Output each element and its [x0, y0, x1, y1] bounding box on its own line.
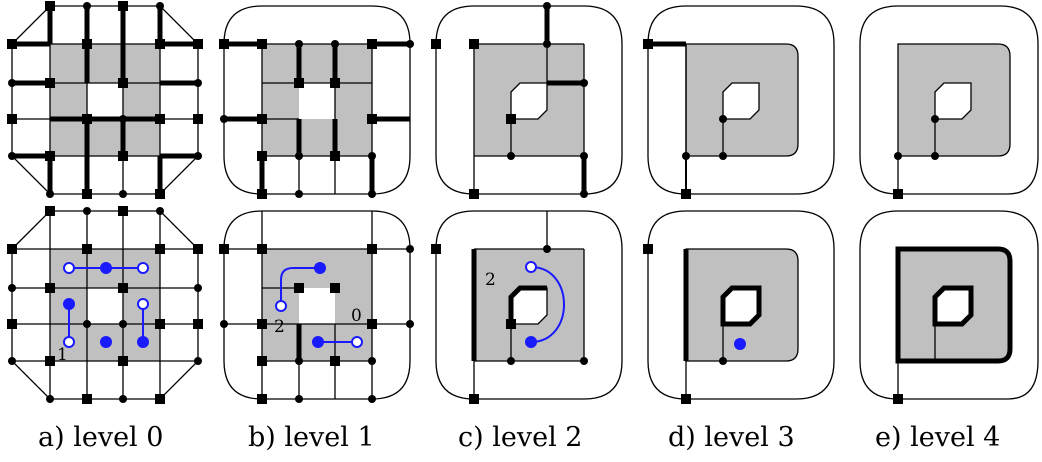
- caption-level-3: d) level 3: [668, 422, 795, 453]
- blue-marker-open: [275, 300, 287, 312]
- square-nodes: [643, 39, 691, 199]
- caption-level-4: e) level 4: [875, 422, 1000, 453]
- panel-e-bottom: [859, 210, 1039, 404]
- round-nodes: [8, 207, 202, 403]
- hole: [299, 288, 335, 324]
- hole: [87, 288, 123, 324]
- square-nodes: [219, 39, 377, 199]
- blue-marker-open: [525, 261, 537, 273]
- panel-d-bottom: [643, 210, 835, 404]
- grid-lines: [11, 210, 199, 400]
- caption-level-2: c) level 2: [458, 422, 582, 453]
- hole: [722, 82, 760, 120]
- pair-link: [280, 267, 320, 304]
- hole: [87, 83, 123, 119]
- square-node: [893, 189, 903, 199]
- blue-marker-filled: [312, 336, 324, 348]
- square-nodes: [431, 244, 516, 404]
- thick-edge: [508, 285, 547, 324]
- grid-lines: [435, 210, 623, 400]
- caption-level-1: b) level 1: [248, 422, 375, 453]
- grid-lines: [435, 5, 623, 195]
- caption-level-0: a) level 0: [38, 422, 163, 453]
- grid-lines: [859, 210, 1039, 400]
- level-number-label: 2: [274, 317, 285, 337]
- hole: [934, 82, 972, 120]
- round-nodes: [220, 40, 414, 198]
- level-number-label: 2: [485, 270, 496, 290]
- panel-a-top: [7, 1, 203, 199]
- round-nodes: [894, 115, 939, 160]
- square-node: [893, 394, 903, 404]
- panel-e-top: [859, 5, 1039, 199]
- hole: [932, 285, 974, 327]
- hole: [510, 82, 548, 120]
- blue-markers: [63, 262, 149, 348]
- panel-d-top: [643, 5, 835, 199]
- round-nodes: [507, 2, 588, 198]
- grid-lines: [859, 5, 1039, 195]
- pair-link: [530, 266, 565, 343]
- panel-c-bottom: 2: [431, 210, 623, 404]
- grid-lines: [647, 210, 835, 400]
- blue-marker-filled: [314, 262, 326, 274]
- round-nodes: [507, 245, 588, 365]
- panel-c-top: [431, 2, 623, 199]
- square-nodes: [7, 206, 203, 404]
- round-nodes: [8, 2, 202, 198]
- panel-b-bottom: 2 0: [219, 210, 414, 404]
- square-nodes: [643, 244, 691, 404]
- panel-b-top: [219, 5, 414, 199]
- round-nodes: [220, 245, 414, 403]
- thick-edges: [544, 6, 587, 194]
- round-node: [719, 357, 727, 365]
- level-number-label: 0: [351, 306, 362, 326]
- square-nodes: [219, 244, 377, 404]
- thick-loop: [720, 285, 762, 327]
- square-nodes: [431, 39, 516, 199]
- panel-a-bottom: 1: [7, 206, 203, 404]
- round-nodes: [682, 115, 727, 160]
- thick-edges: [224, 41, 410, 194]
- blue-marker-filled: [734, 338, 746, 350]
- blue-marker-open: [351, 336, 363, 348]
- hole: [299, 83, 335, 119]
- blue-marker-filled: [525, 336, 537, 348]
- level-number-label: 1: [57, 345, 68, 365]
